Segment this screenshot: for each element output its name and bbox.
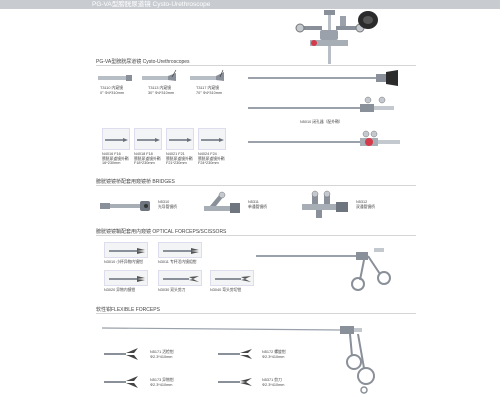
section-title-bridges: 膀胱镜镜桥配套用窥镜桥 BRIDGES — [96, 179, 175, 185]
scope-label-1: T3113 内窥镜 30° Φ4*310mm — [148, 86, 174, 95]
scissors-jaw-icon — [163, 276, 199, 282]
section-title-cysto: PG-VA型膀胱尿道镜 Cysto-Urethroscopes — [96, 59, 190, 65]
optical-label-3: N3030 双头剪刀 — [158, 288, 186, 292]
optical-label-4: N3040 弯头剪切钳 — [210, 288, 242, 292]
sheath-label-1: N4018 F18 膀胱尿道镜外鞘 F18*230mm — [134, 152, 161, 166]
forceps-jaw-icon — [163, 248, 199, 254]
scissors-jaw-icon — [215, 276, 251, 282]
scope-code-name: T3117 内窥镜 — [196, 86, 219, 90]
optical-thumbnail-4 — [210, 270, 254, 286]
page-title: PG-VA型膀胱尿道镜 Cysto-Urethroscope — [92, 1, 211, 8]
bridge-label-0: N5310 光导管镜桥 — [158, 200, 177, 209]
section-divider — [96, 235, 416, 236]
bridge-image-2 — [302, 190, 348, 218]
scope-label-2: T3117 内窥镜 70° Φ4*310mm — [196, 86, 222, 95]
bridge-image-1 — [204, 191, 240, 213]
scope-code-name: T3110 内窥镜 — [100, 86, 123, 90]
flexible-jaw-image-3 — [218, 378, 252, 386]
forceps-jaw-icon — [109, 276, 145, 282]
section-divider — [96, 185, 416, 186]
sheath-assembly-image — [248, 130, 400, 146]
scope-spec: 0° Φ4*310mm — [100, 90, 124, 95]
optical-thumbnail-1 — [158, 242, 202, 258]
section-divider — [96, 313, 416, 314]
optical-thumbnail-0 — [104, 242, 148, 258]
flexible-jaw-image-0 — [104, 348, 138, 360]
bridge-code: N5311 — [248, 200, 259, 204]
obturator-label: N5010 闭孔器（配外鞘） — [300, 120, 343, 124]
sheath-thumbnail-2 — [166, 128, 194, 150]
flexible-code-name: N5171 活检钳 — [150, 350, 174, 354]
bridge-label-1: N5311 单通管镜桥 — [248, 200, 267, 209]
sheath-desc: 膀胱尿道镜外鞘 — [166, 156, 193, 161]
flexible-spec: Φ2.3*410mm — [262, 382, 285, 387]
section-divider — [96, 65, 416, 66]
sheath-code-name: N4021 F21 — [166, 152, 185, 156]
flexible-jaw-image-2 — [104, 376, 138, 388]
flexible-label-1: N5172 螺旋钳 Φ2.3*410mm — [262, 350, 286, 359]
scope-tip-image-2 — [190, 69, 224, 81]
flexible-label-0: N5171 活检钳 Φ2.3*410mm — [150, 350, 174, 359]
flexible-code-name: N5173 异物钳 — [150, 378, 174, 382]
bridge-code: N5310 — [158, 200, 170, 204]
sheath-spec: F24*230mm — [198, 161, 219, 166]
bridge-label-2: N5312 双通管镜桥 — [356, 200, 375, 209]
optical-label-0: N3010 小杯异物内镜钳 — [104, 260, 143, 264]
sheath-tip-icon — [105, 138, 128, 142]
optical-label-1: N3011 专杯活内镜组钳 — [158, 260, 197, 264]
scope-code-name: T3113 内窥镜 — [148, 86, 171, 90]
flexible-code-name: N5371 剪刀 — [262, 378, 282, 382]
scope-tip-image-0 — [98, 75, 132, 81]
sheath-desc: 膀胱尿道镜外鞘 — [102, 156, 129, 161]
sheath-spec: F21*230mm — [166, 161, 187, 166]
bridge-desc: 单通管镜桥 — [248, 204, 267, 209]
sheath-desc: 膀胱尿道镜外鞘 — [134, 156, 161, 161]
flexible-forceps-image — [101, 326, 375, 394]
flexible-spec: Φ2.3*410mm — [150, 382, 173, 387]
flexible-spec: Φ2.3*410mm — [262, 354, 285, 359]
sheath-thumbnail-3 — [198, 128, 226, 150]
flexible-jaw-image-1 — [218, 349, 252, 359]
sheath-code-name: N4016 F16 — [102, 152, 121, 156]
obturator-image — [248, 96, 394, 112]
header-bar — [0, 0, 500, 9]
scope-long-image — [248, 70, 398, 86]
scope-tip-image-1 — [142, 69, 177, 81]
sheath-spec: 16*230mm — [102, 161, 121, 166]
bridge-desc: 双通管镜桥 — [356, 204, 375, 209]
section-title-optical: 膀胱镜镜鞘配套用内窥镜 OPTICAL FORCEPS/SCISSORS — [96, 229, 227, 235]
sheath-label-2: N4021 F21 膀胱尿道镜外鞘 F21*230mm — [166, 152, 193, 166]
sheath-label-3: N4024 F24 膀胱尿道镜外鞘 F24*230mm — [198, 152, 225, 166]
scope-spec: 30° Φ4*310mm — [148, 90, 175, 95]
bridge-code: N5312 — [356, 200, 368, 204]
optical-thumbnail-2 — [104, 270, 148, 286]
sheath-tip-icon — [169, 138, 192, 142]
optical-thumbnail-3 — [158, 270, 202, 286]
sheath-label-0: N4016 F16 膀胱尿道镜外鞘 16*230mm — [102, 152, 129, 166]
sheath-spec: F18*230mm — [134, 161, 155, 166]
sheath-tip-icon — [137, 138, 160, 142]
scope-label-0: T3110 内窥镜 0° Φ4*310mm — [100, 86, 124, 95]
sheath-code-name: N4024 F24 — [198, 152, 217, 156]
flexible-label-2: N5173 异物钳 Φ2.3*410mm — [150, 378, 174, 387]
bridge-image-0 — [100, 201, 150, 211]
scope-spec: 70° Φ4*310mm — [196, 90, 223, 95]
sheath-code-name: N4018 F18 — [134, 152, 153, 156]
flexible-spec: Φ2.3*410mm — [150, 354, 173, 359]
optical-label-2: N3020 异物内镜钳 — [104, 288, 136, 292]
sheath-thumbnail-1 — [134, 128, 162, 150]
flexible-label-3: N5371 剪刀 Φ2.3*410mm — [262, 378, 284, 387]
optical-forceps-image — [256, 248, 391, 291]
section-title-flexible: 软性钳FLEXIBLE FORCEPS — [96, 307, 160, 313]
sheath-thumbnail-0 — [102, 128, 130, 150]
cystoscope-hero-image — [295, 10, 378, 64]
forceps-jaw-icon — [109, 248, 145, 254]
bridge-desc: 光导管镜桥 — [158, 204, 177, 209]
sheath-tip-icon — [201, 138, 224, 142]
flexible-code-name: N5172 螺旋钳 — [262, 350, 286, 354]
sheath-desc: 膀胱尿道镜外鞘 — [198, 156, 225, 161]
